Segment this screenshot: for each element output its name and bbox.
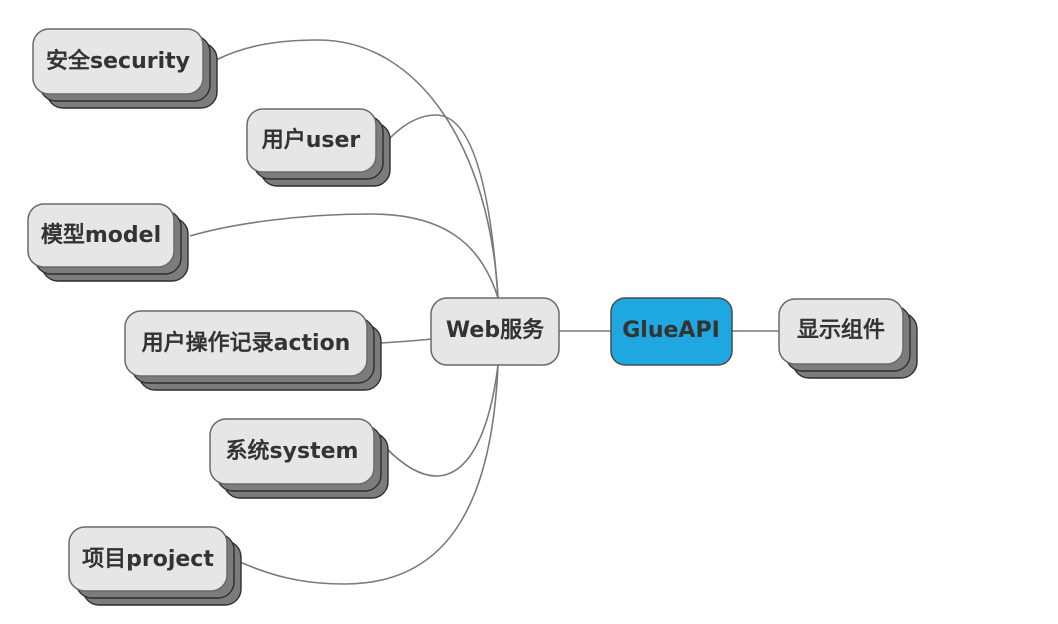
node-project-label: 项目project bbox=[82, 547, 214, 572]
node-glueapi[interactable]: GlueAPI bbox=[610, 297, 733, 366]
node-system[interactable]: 系统system bbox=[209, 418, 389, 499]
node-security-label: 安全security bbox=[46, 48, 190, 74]
node-project[interactable]: 项目project bbox=[68, 526, 242, 606]
node-system-face bbox=[209, 418, 375, 485]
connector-system bbox=[385, 364, 499, 477]
node-system-label: 系统system bbox=[226, 438, 359, 464]
node-action[interactable]: 用户操作记录action bbox=[124, 310, 382, 391]
node-project-face bbox=[68, 526, 228, 592]
node-action-label: 用户操作记录action bbox=[142, 330, 351, 356]
node-display-face bbox=[778, 298, 904, 365]
node-model-label: 模型model bbox=[41, 223, 161, 248]
node-user-face bbox=[246, 108, 377, 173]
node-user-label: 用户user bbox=[262, 127, 361, 153]
node-web-service[interactable]: Web服务 bbox=[430, 297, 560, 366]
connector-model bbox=[189, 213, 499, 299]
node-web-service-face bbox=[430, 297, 560, 366]
node-security-face bbox=[32, 28, 204, 95]
node-action-face bbox=[124, 310, 368, 377]
node-glueapi-label: GlueAPI bbox=[622, 318, 720, 343]
node-display-label: 显示组件 bbox=[797, 317, 885, 343]
node-model-face bbox=[27, 203, 175, 268]
node-user[interactable]: 用户user bbox=[246, 108, 391, 187]
connector-project bbox=[239, 364, 499, 585]
node-glueapi-face bbox=[610, 297, 733, 366]
connector-user bbox=[389, 114, 499, 299]
node-security[interactable]: 安全security bbox=[32, 28, 218, 109]
node-model[interactable]: 模型model bbox=[27, 203, 189, 282]
connector-action bbox=[380, 338, 433, 344]
node-web-service-label: Web服务 bbox=[446, 318, 545, 343]
connectors bbox=[189, 39, 779, 585]
node-display-component[interactable]: 显示组件 bbox=[778, 298, 918, 379]
connector-security bbox=[215, 39, 499, 299]
